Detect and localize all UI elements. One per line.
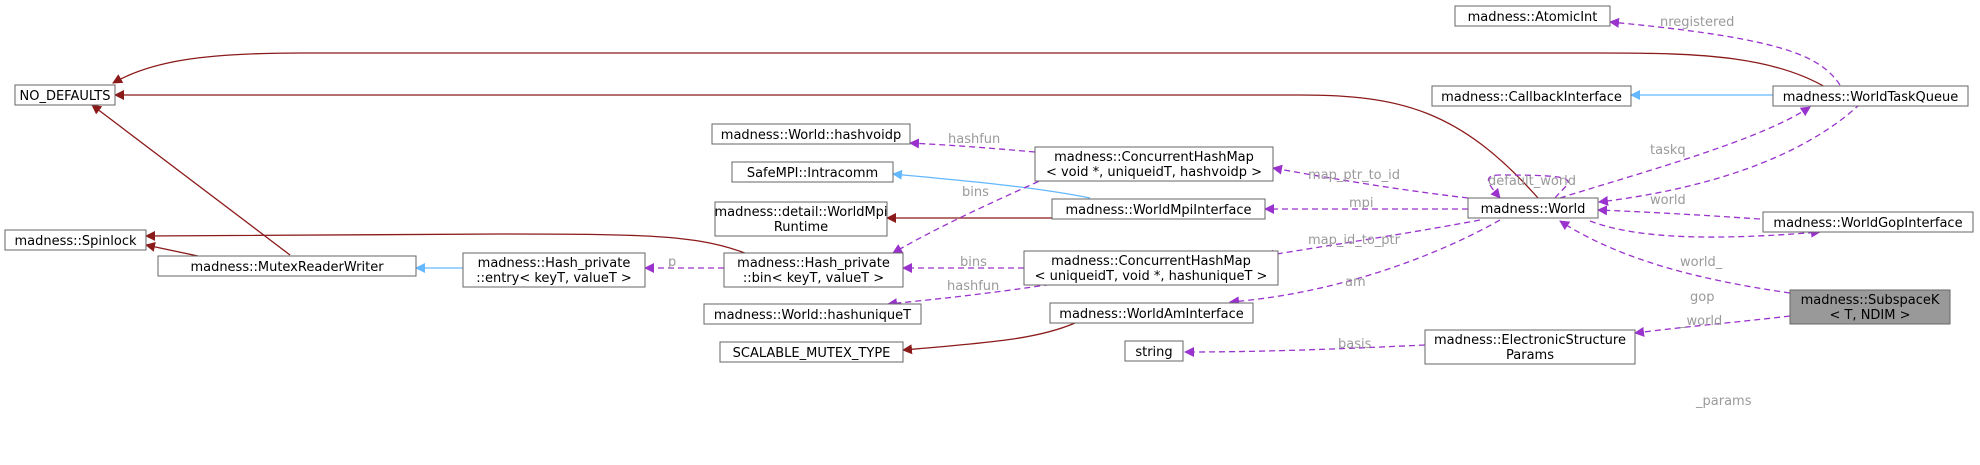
svg-text:< void *, uniqueidT, hashvoidp: < void *, uniqueidT, hashvoidp > bbox=[1046, 165, 1262, 180]
node-hash-private-entry[interactable]: madness::Hash_private ::entry< keyT, val… bbox=[462, 252, 646, 288]
svg-text:Params: Params bbox=[1506, 348, 1554, 363]
edge-taskqueue-no-defaults bbox=[112, 52, 1839, 96]
svg-text:string: string bbox=[1135, 345, 1172, 360]
svg-text:madness::WorldAmInterface: madness::WorldAmInterface bbox=[1059, 307, 1243, 322]
edge-world-self bbox=[1487, 174, 1569, 199]
svg-text:madness::ConcurrentHashMap: madness::ConcurrentHashMap bbox=[1051, 254, 1251, 269]
edge-mutexrw-spinlock bbox=[145, 241, 199, 257]
svg-text:::entry< keyT, valueT >: ::entry< keyT, valueT > bbox=[476, 271, 632, 286]
node-concurrent-hashmap-unique[interactable]: madness::ConcurrentHashMap < uniqueidT, … bbox=[1023, 250, 1279, 286]
edge-world-chmunique bbox=[1264, 219, 1481, 260]
svg-text:madness::ElectronicStructure: madness::ElectronicStructure bbox=[1434, 333, 1626, 348]
node-subspacek[interactable]: madness::SubspaceK < T, NDIM > bbox=[1789, 289, 1951, 325]
label-taskq: taskq bbox=[1650, 143, 1686, 158]
node-world[interactable]: madness::World bbox=[1467, 197, 1599, 219]
label-bins-void: bins bbox=[962, 185, 989, 200]
label-bins-unique: bins bbox=[960, 255, 987, 270]
edge-subspacek-elecparams bbox=[1634, 315, 1791, 337]
edge-hashbin-spinlock bbox=[145, 230, 751, 256]
svg-text:madness::WorldGopInterface: madness::WorldGopInterface bbox=[1773, 216, 1962, 231]
svg-text:madness::Hash_private: madness::Hash_private bbox=[478, 256, 631, 271]
edge-mutexrw-no-defaults bbox=[91, 104, 291, 256]
node-hash-private-bin[interactable]: madness::Hash_private ::bin< keyT, value… bbox=[723, 252, 904, 288]
node-world-gop-interface[interactable]: madness::WorldGopInterface bbox=[1762, 211, 1974, 233]
svg-text:madness::Spinlock: madness::Spinlock bbox=[14, 234, 136, 249]
node-mutex-reader-writer[interactable]: madness::MutexReaderWriter bbox=[157, 255, 417, 277]
label-world-sub: _world bbox=[1679, 314, 1722, 329]
node-world-task-queue[interactable]: madness::WorldTaskQueue bbox=[1772, 85, 1969, 107]
node-spinlock[interactable]: madness::Spinlock bbox=[4, 229, 147, 251]
node-callback-interface[interactable]: madness::CallbackInterface bbox=[1431, 85, 1632, 107]
label-basis: basis bbox=[1338, 337, 1372, 352]
label-gop: gop bbox=[1690, 290, 1714, 305]
svg-text:madness::CallbackInterface: madness::CallbackInterface bbox=[1441, 90, 1622, 105]
edge-subspacek-world bbox=[1559, 220, 1791, 294]
label-world-tq: world bbox=[1650, 193, 1686, 208]
svg-text:madness::SubspaceK: madness::SubspaceK bbox=[1801, 293, 1940, 308]
edge-chmunique-hashuniqueT bbox=[887, 282, 1061, 309]
edge-world-gop bbox=[1589, 220, 1821, 238]
label-hashfun-voidp: hashfun bbox=[948, 132, 1000, 147]
node-worldmpi-runtime[interactable]: madness::detail::WorldMpi Runtime bbox=[714, 201, 888, 237]
svg-text:madness::AtomicInt: madness::AtomicInt bbox=[1468, 10, 1598, 25]
edge-taskqueue-world bbox=[1598, 103, 1861, 206]
node-no-defaults[interactable]: NO_DEFAULTS bbox=[14, 84, 116, 106]
edge-world-chmvoid bbox=[1272, 164, 1469, 199]
svg-text:::bin< keyT, valueT >: ::bin< keyT, valueT > bbox=[743, 271, 884, 286]
edge-worldam-scalable-mutex bbox=[902, 322, 1076, 355]
node-electronic-structure-params[interactable]: madness::ElectronicStructure Params bbox=[1424, 329, 1636, 365]
svg-text:madness::WorldMpiInterface: madness::WorldMpiInterface bbox=[1066, 203, 1252, 218]
edge-chmvoid-hashvoidp bbox=[909, 138, 1036, 153]
svg-text:madness::World::hashvoidp: madness::World::hashvoidp bbox=[721, 128, 901, 143]
edge-worldmpi-intracomm bbox=[892, 169, 1091, 199]
node-concurrent-hashmap-void[interactable]: madness::ConcurrentHashMap < void *, uni… bbox=[1034, 146, 1274, 182]
edge-world-no-defaults bbox=[114, 90, 1539, 199]
svg-text:SafeMPI::Intracomm: SafeMPI::Intracomm bbox=[747, 166, 878, 181]
svg-text:madness::ConcurrentHashMap: madness::ConcurrentHashMap bbox=[1054, 150, 1254, 165]
label-p: p bbox=[668, 255, 676, 270]
label-params: _params bbox=[1695, 394, 1752, 409]
edge-gop-world bbox=[1597, 205, 1761, 220]
label-hashfun-unique: hashfun bbox=[947, 279, 999, 294]
label-nregistered: nregistered bbox=[1660, 15, 1734, 30]
node-safempi-intracomm[interactable]: SafeMPI::Intracomm bbox=[731, 161, 894, 183]
svg-text:SCALABLE_MUTEX_TYPE: SCALABLE_MUTEX_TYPE bbox=[733, 346, 891, 361]
label-map-id-to-ptr: map_id_to_ptr bbox=[1308, 233, 1401, 248]
node-world-hashuniqueT[interactable]: madness::World::hashuniqueT bbox=[703, 303, 922, 325]
label-map-ptr-to-id: map_ptr_to_id bbox=[1308, 168, 1400, 183]
edge-world-taskqueue bbox=[1559, 106, 1811, 199]
edge-taskqueue-atomicint bbox=[1609, 17, 1841, 86]
node-world-am-interface[interactable]: madness::WorldAmInterface bbox=[1049, 302, 1254, 324]
node-world-hashvoidp[interactable]: madness::World::hashvoidp bbox=[711, 123, 911, 145]
node-scalable-mutex-type[interactable]: SCALABLE_MUTEX_TYPE bbox=[719, 341, 904, 363]
node-atomic-int[interactable]: madness::AtomicInt bbox=[1454, 5, 1611, 27]
svg-text:madness::Hash_private: madness::Hash_private bbox=[737, 256, 890, 271]
svg-text:NO_DEFAULTS: NO_DEFAULTS bbox=[19, 89, 110, 104]
edge-world-worldam bbox=[1229, 219, 1501, 307]
svg-text:madness::detail::WorldMpi: madness::detail::WorldMpi bbox=[714, 205, 887, 220]
node-string[interactable]: string bbox=[1124, 340, 1184, 362]
svg-text:madness::World: madness::World bbox=[1481, 202, 1586, 217]
svg-text:< T, NDIM >: < T, NDIM > bbox=[1829, 308, 1910, 323]
label-default-world: default_world bbox=[1488, 174, 1576, 189]
svg-text:Runtime: Runtime bbox=[774, 220, 828, 235]
node-world-mpi-interface[interactable]: madness::WorldMpiInterface bbox=[1051, 198, 1266, 220]
svg-text:< uniqueidT, void *, hashuniqu: < uniqueidT, void *, hashuniqueT > bbox=[1035, 269, 1268, 284]
label-world-gop: world_ bbox=[1680, 255, 1723, 270]
label-mpi: mpi bbox=[1349, 196, 1374, 211]
label-am: am bbox=[1345, 275, 1366, 290]
svg-text:madness::WorldTaskQueue: madness::WorldTaskQueue bbox=[1783, 90, 1958, 105]
edge-elecparams-string bbox=[1184, 344, 1426, 357]
svg-text:madness::World::hashuniqueT: madness::World::hashuniqueT bbox=[714, 308, 911, 323]
svg-text:madness::MutexReaderWriter: madness::MutexReaderWriter bbox=[190, 260, 384, 275]
